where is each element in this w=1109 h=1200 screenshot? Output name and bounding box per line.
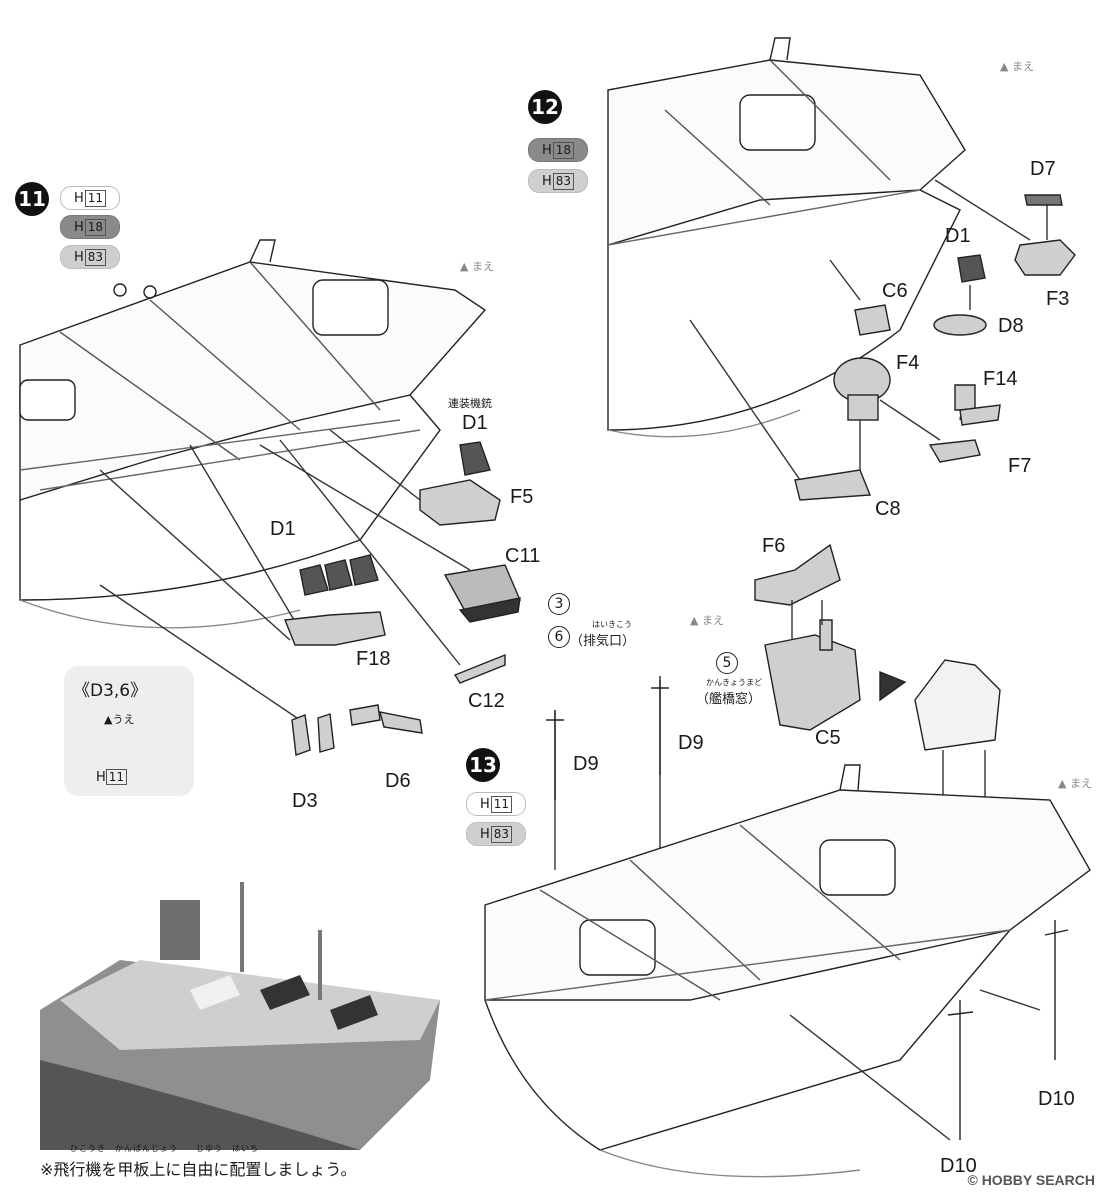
part-c8: C8 <box>875 498 901 520</box>
exhaust-ruby: はいきこう <box>592 620 632 629</box>
circle-6: 6 <box>548 626 570 648</box>
part-d1-top: D1 <box>462 412 488 434</box>
part-d9-left: D9 <box>573 753 599 775</box>
part-f7: F7 <box>1008 455 1032 477</box>
step-12-badge: 12 <box>528 90 562 124</box>
part-d8: D8 <box>998 315 1024 337</box>
part-d3: D3 <box>292 790 318 812</box>
paint-letter: H <box>479 796 490 812</box>
part-d1-step12: D1 <box>945 225 971 247</box>
paint-letter: H <box>479 826 490 842</box>
part-c11: C11 <box>505 545 541 567</box>
step12-ship-hull <box>607 37 966 438</box>
paint-letter: H <box>73 190 84 206</box>
paint-letter: H <box>541 173 552 189</box>
paint-letter: H <box>541 142 552 158</box>
bow-mark-4: ▲ まえ <box>1058 777 1092 790</box>
part-d1-mid: D1 <box>270 518 296 540</box>
finished-model-photo <box>18 870 456 1150</box>
bow-mark-text: まえ <box>1011 60 1034 73</box>
paint-code: 11 <box>490 795 513 813</box>
bow-mark-1: ▲ まえ <box>460 260 494 273</box>
copyright-icon: © <box>967 1172 978 1188</box>
paint-code: 11 <box>84 189 107 207</box>
bow-mark-text: まえ <box>1069 777 1092 790</box>
paint-code: 11 <box>105 769 128 785</box>
part-f4: F4 <box>896 352 920 374</box>
exhaust-label: （排気口） <box>570 634 636 649</box>
bow-mark-text: まえ <box>471 260 494 273</box>
detail-box-title: 《D3,6》 <box>73 681 148 701</box>
photo-caption-ruby: ひこうき かんぱんじょう じゆう はいち <box>70 1144 259 1153</box>
paint-code: 83 <box>552 172 575 190</box>
watermark: © HOBBY SEARCH <box>967 1172 1095 1188</box>
paint-code: 18 <box>84 218 107 236</box>
step11-ship-hull <box>19 239 487 629</box>
watermark-text: HOBBY SEARCH <box>981 1172 1095 1188</box>
part-c6: C6 <box>882 280 908 302</box>
step-11-badge: 11 <box>15 182 49 216</box>
part-f6: F6 <box>762 535 786 557</box>
circle-5: 5 <box>716 652 738 674</box>
paint-code: 83 <box>490 825 513 843</box>
part-f14: F14 <box>983 368 1018 390</box>
step11-parts <box>284 441 521 756</box>
part-f3: F3 <box>1046 288 1070 310</box>
step13-ship-hull <box>484 764 1091 1178</box>
step11-guide-lines <box>99 429 471 721</box>
paint-letter: H <box>73 249 84 265</box>
part-d9-right: D9 <box>678 732 704 754</box>
part-d7: D7 <box>1030 158 1056 180</box>
part-d10-right: D10 <box>1038 1088 1075 1110</box>
step13-parts <box>754 543 1001 751</box>
circle-3: 3 <box>548 593 570 615</box>
part-f5: F5 <box>510 486 534 508</box>
paint-letter: H <box>96 770 106 785</box>
step12-parts <box>794 194 1076 501</box>
part-c12: C12 <box>468 690 505 712</box>
gun-caption: 連装機銃 <box>448 397 492 410</box>
part-d10-left: D10 <box>940 1155 977 1177</box>
part-f18: F18 <box>356 648 391 670</box>
bridge-window-label: （艦橋窓） <box>696 692 762 707</box>
bow-mark-2: ▲ まえ <box>1000 60 1034 73</box>
bow-mark-text: まえ <box>701 614 724 627</box>
step13-masts <box>546 676 1069 1140</box>
paint-letter: H <box>73 219 84 235</box>
paint-code: 18 <box>552 141 575 159</box>
detail-box-up: ▲うえ <box>104 713 135 726</box>
detail-box <box>64 666 194 796</box>
part-d6: D6 <box>385 770 411 792</box>
bridge-window-ruby: かんきょうまど <box>706 678 762 687</box>
bow-mark-3: ▲ まえ <box>690 614 724 627</box>
photo-ship-silhouette <box>40 882 440 1150</box>
part-c5: C5 <box>815 727 841 749</box>
step-13-badge: 13 <box>466 748 500 782</box>
photo-caption: ※飛行機を甲板上に自由に配置しましょう。 <box>40 1160 357 1179</box>
paint-code: 83 <box>84 248 107 266</box>
